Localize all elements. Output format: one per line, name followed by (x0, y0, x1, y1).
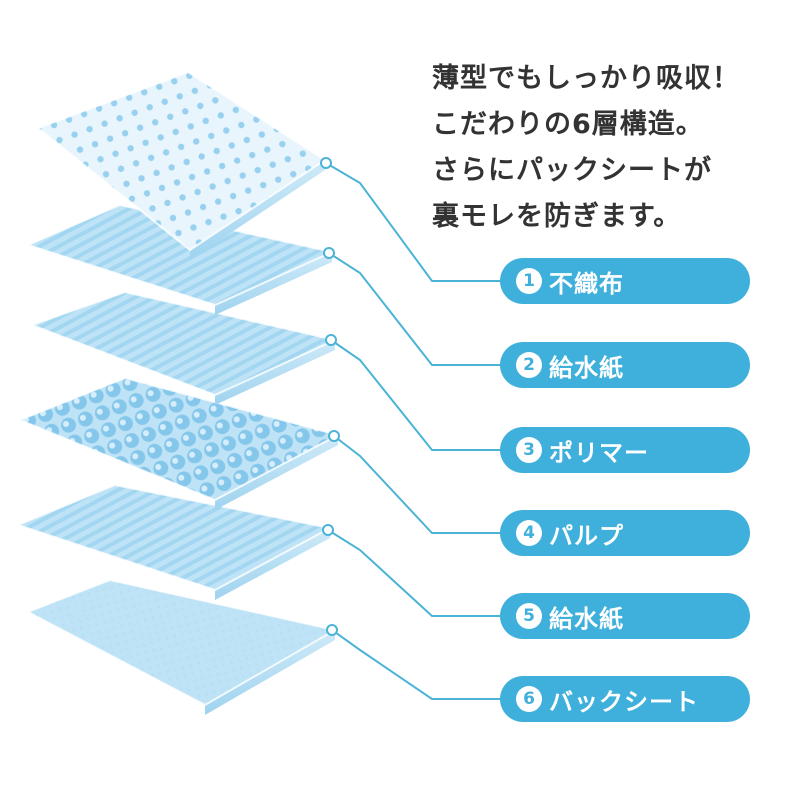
layer-label-5: 5 給水紙 (500, 593, 750, 639)
layer-label-6: 6 バックシート (500, 676, 750, 722)
layer-number-badge: 6 (516, 686, 542, 712)
layer-sheet-2 (25, 203, 336, 315)
leader-line-1 (320, 157, 502, 282)
headline: 薄型でもしっかり吸収！ こだわりの6層構造。 さらにパックシートが 裏モレを防ぎ… (432, 56, 782, 240)
layer-sheet-1 (36, 70, 327, 260)
layer-name: バックシート (549, 687, 699, 716)
layer-label-2: 2 給水紙 (500, 342, 750, 388)
layer-label-1: 1 不織布 (500, 258, 750, 304)
leader-line-5 (322, 524, 502, 617)
layer-number-badge: 3 (516, 437, 542, 463)
layer-name: ポリマー (549, 438, 649, 467)
headline-line-4: 裏モレを防ぎます。 (432, 201, 682, 232)
leader-line-6 (326, 624, 502, 700)
layer-name: 給水紙 (549, 353, 624, 382)
headline-line-2: こだわりの6層構造。 (432, 109, 704, 140)
headline-line-1: 薄型でもしっかり吸収！ (432, 63, 740, 94)
layer-sheet-5 (15, 483, 333, 600)
layer-name: 給水紙 (549, 604, 624, 633)
layer-number-badge: 4 (516, 520, 542, 546)
leader-line-4 (328, 430, 502, 534)
layer-sheet-6 (25, 578, 338, 715)
layer-label-4: 4 パルプ (500, 510, 750, 556)
layer-number-badge: 1 (516, 268, 542, 294)
leader-line-2 (323, 247, 502, 366)
layer-number-badge: 5 (516, 603, 542, 629)
layer-number-badge: 2 (516, 352, 542, 378)
layer-label-3: 3 ポリマー (500, 427, 750, 473)
layer-sheet-3 (29, 290, 339, 405)
layer-name: 不織布 (549, 269, 624, 298)
layer-name: パルプ (549, 521, 624, 550)
layer-sheet-4 (17, 376, 341, 510)
headline-line-3: さらにパックシートが (432, 155, 712, 186)
leader-line-3 (325, 334, 502, 451)
